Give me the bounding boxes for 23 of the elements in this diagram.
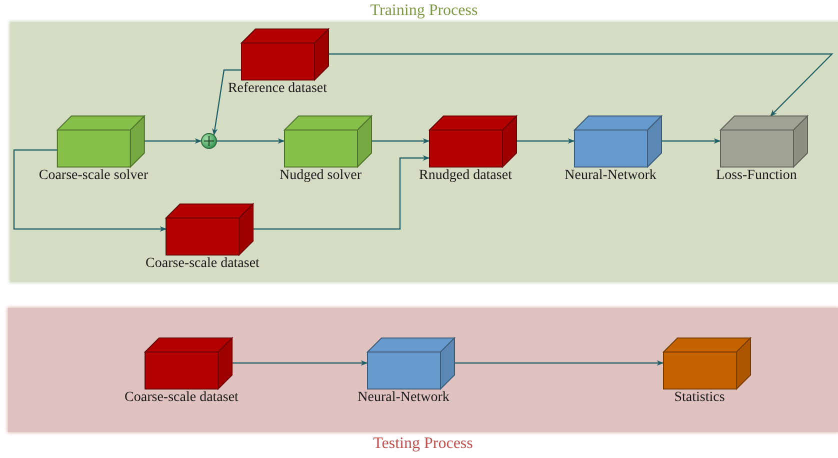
box-label: Neural-Network <box>358 390 450 406</box>
box-label: Coarse-scale dataset <box>124 390 238 406</box>
arrow <box>454 360 664 366</box>
box-label: Statistics <box>674 390 725 406</box>
box-label: Neural-Network <box>564 168 656 184</box>
arrow <box>144 138 202 144</box>
arrow <box>328 53 834 116</box>
box-label: Loss-Function <box>716 168 797 184</box>
arrow <box>212 69 241 136</box>
arrow <box>13 149 167 232</box>
arrow <box>232 360 368 366</box>
box-label: Rnudged dataset <box>419 168 512 184</box>
box-label: Coarse-scale solver <box>38 168 148 184</box>
box-label: Reference dataset <box>228 81 328 97</box>
arrow <box>217 138 285 144</box>
arrow <box>253 155 430 230</box>
box-label: Coarse-scale dataset <box>146 256 260 272</box>
box-label: Nudged solver <box>279 168 362 184</box>
arrow <box>371 138 430 144</box>
band-title: Training Process <box>369 1 479 21</box>
arrow <box>661 138 721 144</box>
band-title: Testing Process <box>372 434 474 454</box>
arrow <box>516 138 575 144</box>
